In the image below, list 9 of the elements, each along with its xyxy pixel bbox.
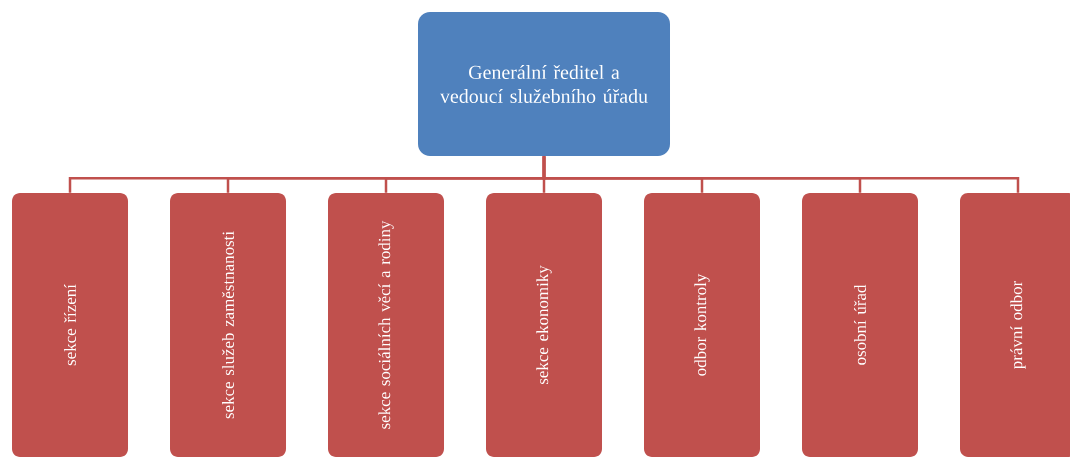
department-box: právní odbor: [960, 193, 1070, 457]
department-box: sekce ekonomiky: [486, 193, 602, 457]
department-box: osobní úřad: [802, 193, 918, 457]
department-box: sekce řízení: [12, 193, 128, 457]
title-box: Generální ředitel a vedoucí služebního úřadu: [418, 12, 670, 156]
department-box: sekce služeb zaměstnanosti: [170, 193, 286, 457]
connector-line: [542, 156, 1020, 193]
department-box: sekce sociálních věcí a rodiny: [328, 193, 444, 457]
department-box: odbor kontroly: [644, 193, 760, 457]
